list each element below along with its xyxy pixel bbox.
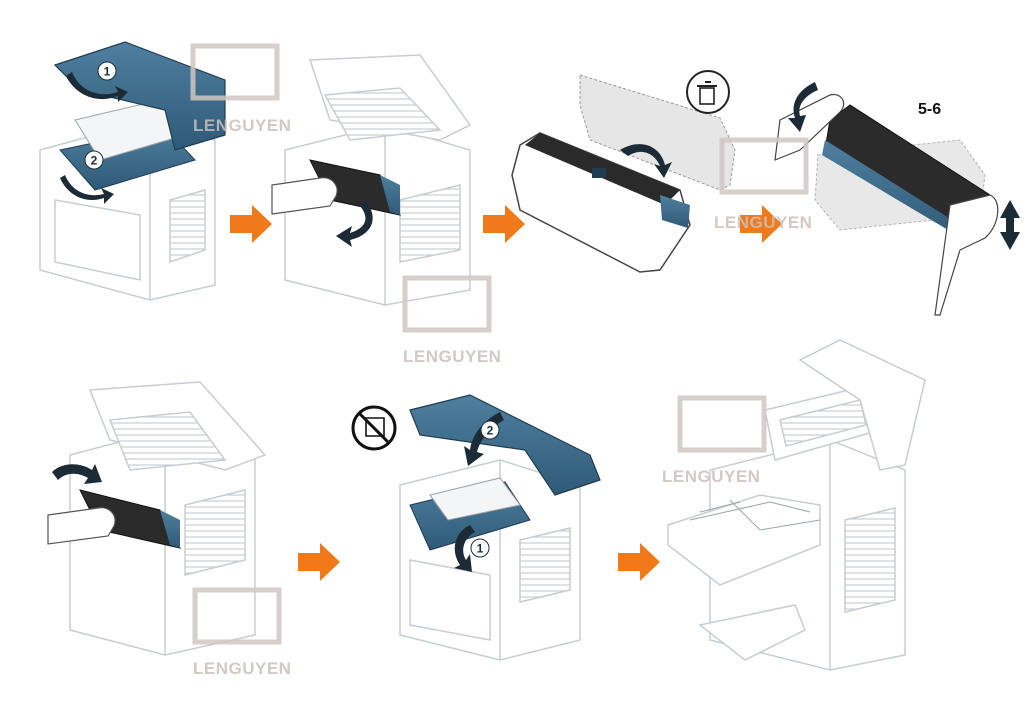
watermark-text: LENGUYEN (193, 659, 291, 678)
next-arrow-icon (483, 205, 525, 243)
no-hand-icon (351, 405, 397, 451)
watermark-text: LENGUYEN (714, 213, 812, 232)
shake-arrow-left (788, 82, 818, 132)
step-7-finished-printer (667, 339, 926, 671)
watermark-1: LENGUYEN (190, 43, 291, 135)
shake-count-label: 5-6 (918, 101, 941, 118)
hands (774, 93, 999, 316)
next-arrow-icon (230, 205, 272, 243)
watermark-text: LENGUYEN (193, 116, 291, 135)
step-2-remove-toner (271, 54, 472, 306)
step-6-close-cover: 2 1 (351, 394, 601, 661)
toner-cartridge (79, 489, 181, 549)
close-arrow-1 (454, 525, 475, 572)
shake-arrow-right (1000, 200, 1020, 250)
callout-2: 2 (480, 420, 500, 440)
callout-1-label: 1 (104, 65, 111, 79)
step-5-insert-toner (47, 381, 267, 656)
next-arrow-icon (298, 543, 340, 581)
trash-icon (686, 70, 730, 114)
old-packaging (579, 74, 736, 191)
new-toner-cartridge (511, 132, 691, 273)
hand (271, 177, 338, 215)
callout-2-label: 2 (91, 154, 98, 168)
callout-1: 1 (470, 538, 490, 558)
watermark-5: LENGUYEN (192, 587, 291, 678)
open-arrow-1 (60, 72, 128, 204)
callout-1: 1 (97, 61, 117, 81)
insert-arrow (52, 464, 102, 484)
inner-cover (59, 99, 196, 191)
top-cover (409, 394, 601, 496)
next-arrow-icon (618, 543, 660, 581)
adf-paper (689, 499, 821, 531)
next-arrow-icon (740, 205, 782, 243)
printer-body (667, 339, 926, 671)
hand (47, 507, 116, 545)
inner-cover (409, 477, 531, 551)
pull-arrow (336, 200, 373, 247)
callout-1-label: 1 (477, 542, 484, 556)
watermark-2: LENGUYEN (402, 275, 501, 366)
step-3-unpack-toner (511, 70, 736, 273)
watermark-text: LENGUYEN (403, 347, 501, 366)
watermark-4: LENGUYEN (662, 395, 767, 486)
step-4-shake-toner: 5-6 (774, 82, 1020, 316)
callout-2-label: 2 (487, 424, 494, 438)
watermark-text: LENGUYEN (662, 467, 760, 486)
rotate-arrow (620, 144, 672, 178)
callout-2: 2 (84, 150, 104, 170)
watermark-3: LENGUYEN (714, 137, 812, 232)
step-1-open-cover: 1 2 (39, 41, 226, 301)
